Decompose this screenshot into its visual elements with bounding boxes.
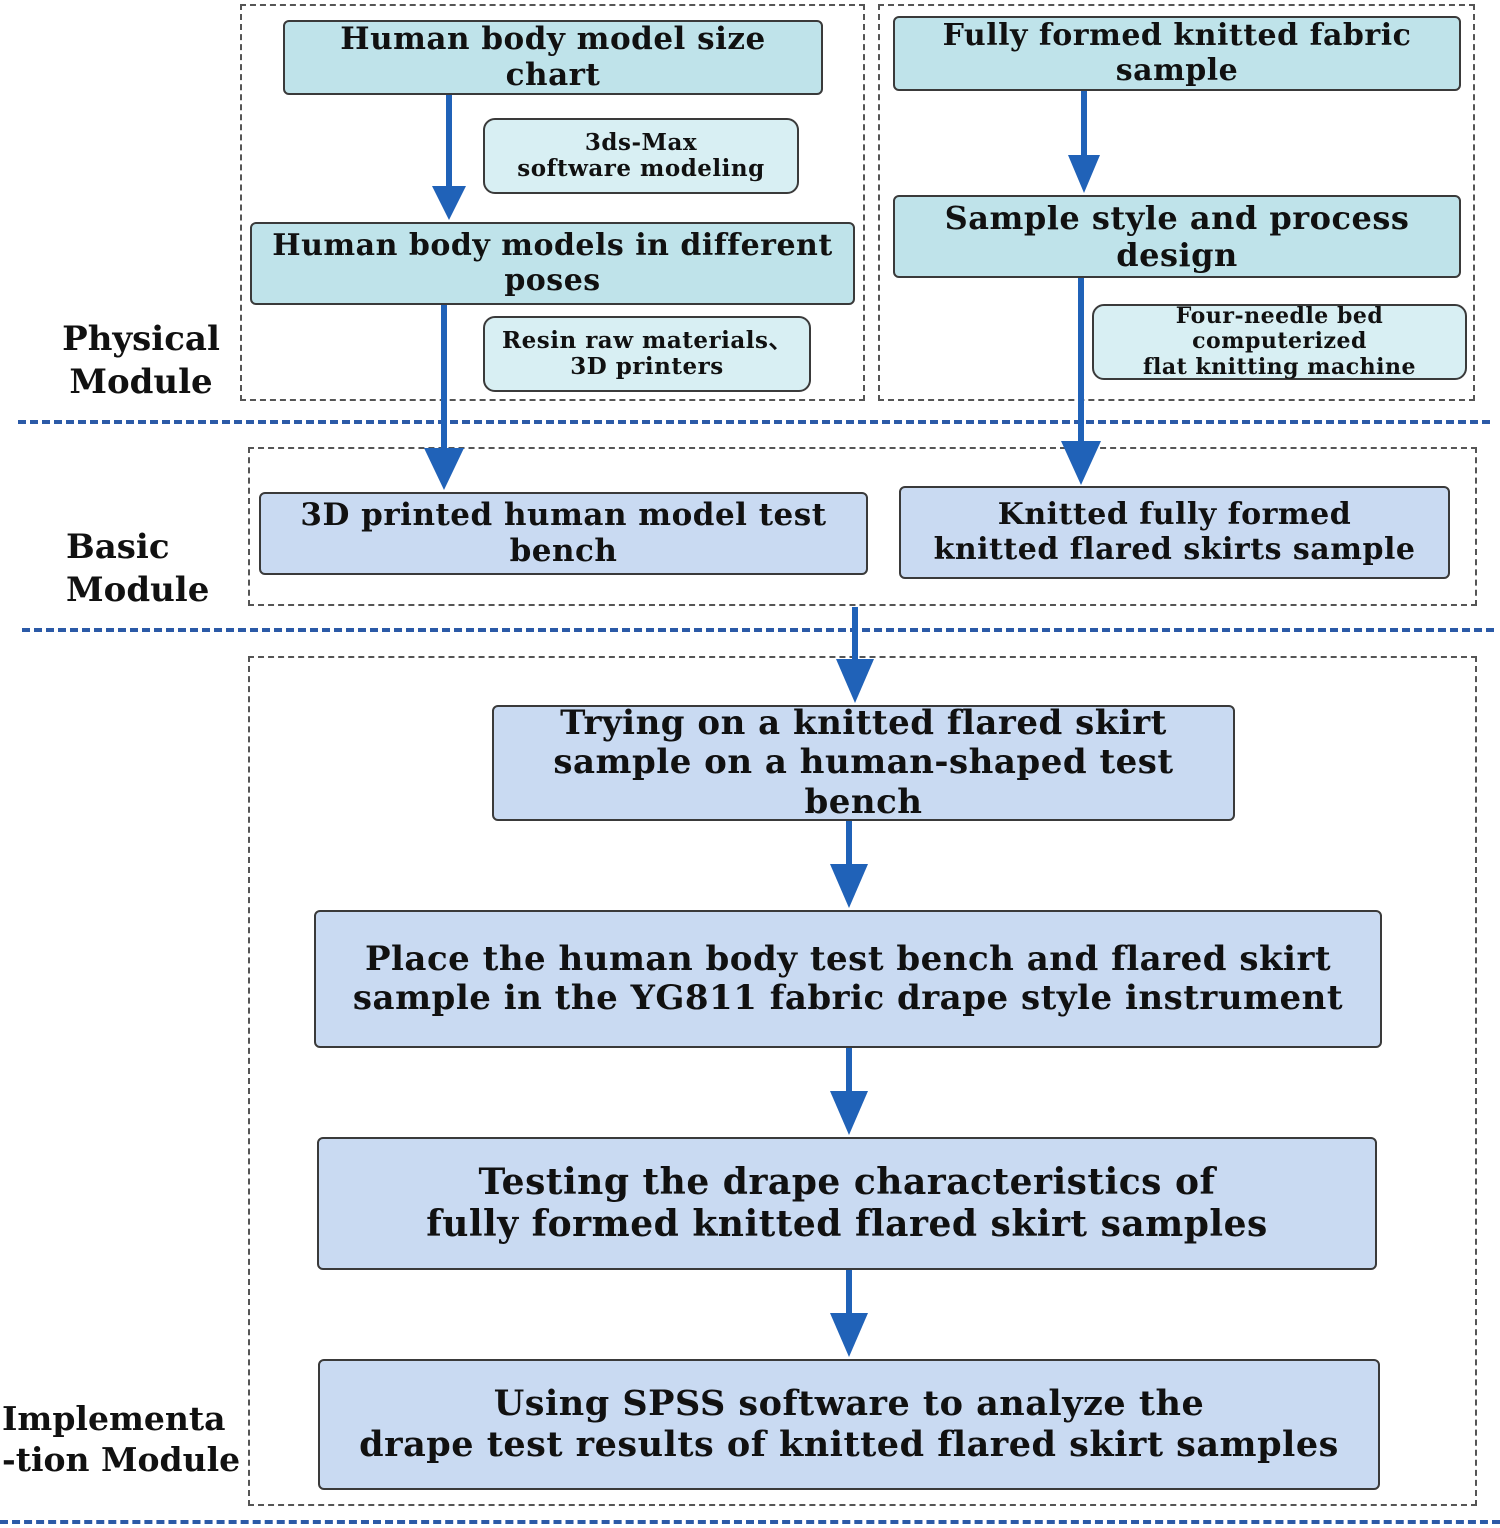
- arrow-body-models-to-test-bench: [424, 305, 464, 490]
- printing-note-box: Resin raw materials、 3D printers: [483, 316, 811, 392]
- basic-group: [248, 447, 1477, 606]
- test-bench-box: 3D printed human model test bench: [259, 492, 868, 575]
- step1-trying-on-box: Trying on a knitted flared skirt sample …: [492, 704, 1235, 821]
- step3-testing-box: Testing the drape characteristics of ful…: [317, 1137, 1377, 1270]
- physical-right-group: [878, 4, 1475, 401]
- arrow-size-chart-to-body-models: [432, 95, 466, 220]
- arrow-step1-to-step2: [830, 821, 868, 908]
- arrow-step2-to-step3: [830, 1048, 868, 1135]
- step4-spss-analysis-box: Using SPSS software to analyze the drape…: [318, 1359, 1380, 1490]
- implementation-module-label: Implementa -tion Module: [2, 1399, 241, 1480]
- separator-basic-implementation: [22, 628, 1494, 632]
- basic-module-label: Basic Module: [66, 527, 210, 610]
- style-design-box: Sample style and process design: [893, 195, 1461, 278]
- arrow-fabric-to-style-design: [1068, 91, 1100, 193]
- arrow-style-design-to-skirt: [1061, 278, 1101, 485]
- separator-bottom: [0, 1520, 1500, 1524]
- skirt-sample-box: Knitted fully formed knitted flared skir…: [899, 486, 1450, 579]
- machine-note-box: Four-needle bed computerized flat knitti…: [1092, 303, 1467, 380]
- modeling-note-box: 3ds-Max software modeling: [483, 118, 799, 194]
- separator-physical-basic: [18, 420, 1490, 424]
- body-models-box: Human body models in different poses: [250, 222, 855, 305]
- physical-left-group: [240, 4, 865, 401]
- implementation-group: [248, 656, 1477, 1506]
- arrow-step3-to-step4: [830, 1270, 868, 1357]
- step2-place-instrument-box: Place the human body test bench and flar…: [314, 910, 1382, 1048]
- arrow-basic-to-step1: [836, 607, 874, 703]
- fabric-sample-box: Fully formed knitted fabric sample: [893, 16, 1461, 91]
- size-chart-box: Human body model size chart: [283, 20, 823, 95]
- physical-module-label: Physical Module: [62, 319, 220, 402]
